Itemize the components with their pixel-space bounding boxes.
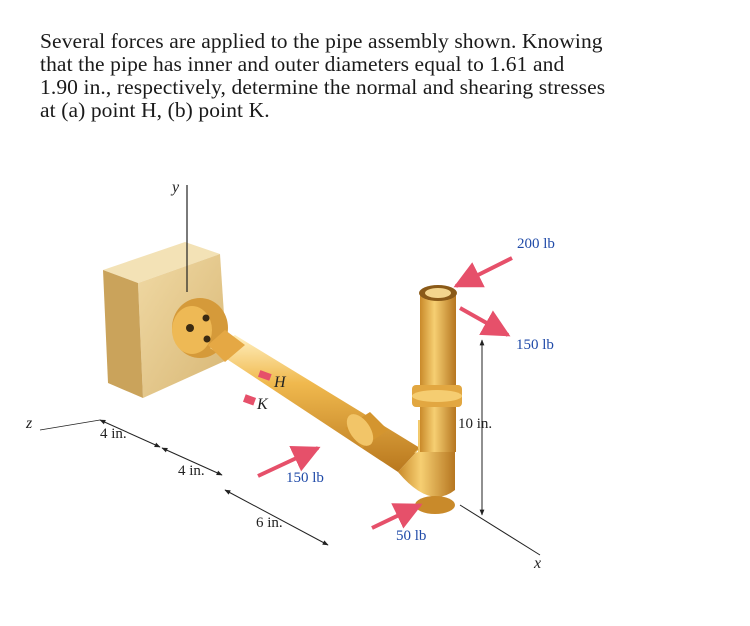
problem-line-1: Several forces are applied to the pipe a… xyxy=(40,29,603,53)
pipe-elbow-end xyxy=(415,496,455,514)
force-50lb-label: 50 lb xyxy=(396,528,426,544)
force-200lb-label: 200 lb xyxy=(517,236,555,252)
problem-line-2: that the pipe has inner and outer diamet… xyxy=(40,52,565,76)
dim-4in-1-label: 4 in. xyxy=(100,426,127,442)
x-axis xyxy=(459,504,541,556)
problem-statement: Several forces are applied to the pipe a… xyxy=(40,30,660,122)
dim-6in-label: 6 in. xyxy=(256,515,283,531)
point-h-marker xyxy=(257,370,272,381)
vertical-pipe xyxy=(412,285,462,452)
y-axis-label: y xyxy=(170,179,180,196)
dim-4in-1 xyxy=(99,419,161,448)
point-k-label: K xyxy=(256,396,269,413)
x-axis-label: x xyxy=(533,555,541,572)
force-150lb-vertical-label: 150 lb xyxy=(516,337,554,353)
dim-10in-label: 10 in. xyxy=(458,416,492,432)
force-50lb-arrow xyxy=(371,503,423,530)
dim-4in-2 xyxy=(161,447,223,476)
z-axis-label: z xyxy=(25,415,33,432)
force-150lb-horizontal-label: 150 lb xyxy=(286,470,324,486)
problem-line-3: 1.90 in., respectively, determine the no… xyxy=(40,75,606,99)
point-k-marker xyxy=(242,394,257,406)
force-150lb-horizontal-arrow xyxy=(257,445,321,478)
horizontal-pipe xyxy=(208,330,420,472)
z-axis xyxy=(39,419,101,431)
dim-6in xyxy=(224,489,329,546)
point-h-label: H xyxy=(273,374,287,391)
dim-4in-2-label: 4 in. xyxy=(178,463,205,479)
force-150lb-vertical-arrow xyxy=(459,306,511,337)
problem-line-4: at (a) point H, (b) point K. xyxy=(40,98,270,122)
force-200lb-arrow xyxy=(453,256,513,288)
